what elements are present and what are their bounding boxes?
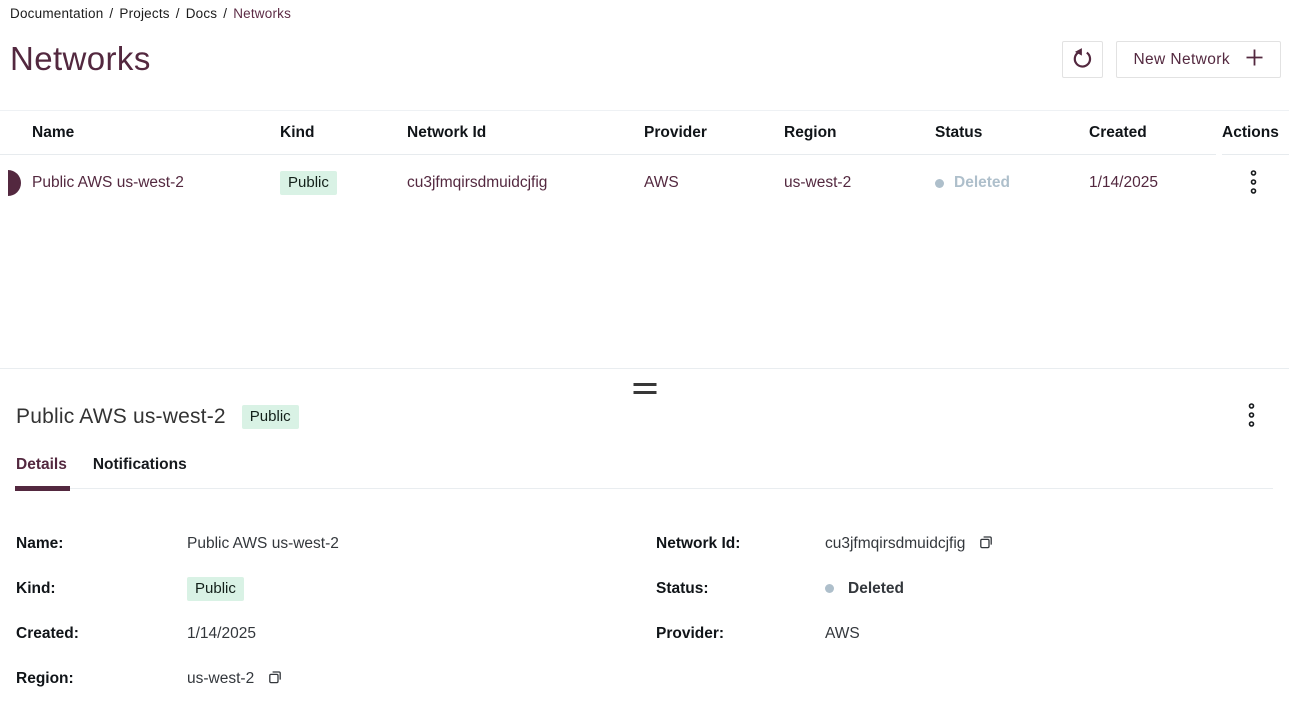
breadcrumb-docs[interactable]: Docs <box>185 6 218 21</box>
column-header-kind: Kind <box>280 124 315 141</box>
cell-provider: AWS <box>644 174 679 191</box>
field-kind-label: Kind: <box>16 579 56 597</box>
new-network-label: New Network <box>1133 50 1230 68</box>
network-id-value-text: cu3jfmqirsdmuidcjfig <box>825 534 966 552</box>
breadcrumb: Documentation / Projects / Docs / Networks <box>10 6 291 21</box>
status-label: Deleted <box>848 579 904 597</box>
cell-created: 1/14/2025 <box>1089 174 1158 191</box>
column-header-created: Created <box>1089 124 1147 141</box>
new-network-button[interactable]: New Network <box>1116 41 1281 78</box>
details-panel: Name: Public AWS us-west-2 Kind: Public … <box>16 521 1289 701</box>
table-header-row: Name Kind Network Id Provider Region Sta… <box>0 110 1289 155</box>
field-name-value: Public AWS us-west-2 <box>187 534 339 552</box>
plus-icon <box>1245 48 1264 72</box>
field-network-id: Network Id: cu3jfmqirsdmuidcjfig <box>656 521 1289 566</box>
kind-badge: Public <box>187 576 244 601</box>
field-region-value: us-west-2 <box>187 670 282 688</box>
header-border-left <box>0 154 1216 155</box>
breadcrumb-separator: / <box>175 6 180 21</box>
drawer-tabs: Details Notifications <box>15 456 1273 491</box>
field-provider-label: Provider: <box>656 624 725 642</box>
kind-badge: Public <box>280 171 337 195</box>
breadcrumb-separator: / <box>109 6 114 21</box>
tab-notifications[interactable]: Notifications <box>92 456 187 473</box>
page-title: Networks <box>10 40 151 77</box>
field-name-label: Name: <box>16 534 64 552</box>
tab-details[interactable]: Details <box>15 456 70 491</box>
drawer-resize-handle[interactable] <box>629 381 660 396</box>
kebab-icon <box>1248 169 1259 198</box>
copy-network-id-button[interactable] <box>979 535 993 552</box>
status-dot-icon <box>825 584 834 593</box>
field-network-id-label: Network Id: <box>656 534 741 552</box>
header-border-right <box>1222 154 1289 155</box>
column-header-actions: Actions <box>1222 124 1279 141</box>
column-header-region: Region <box>784 124 837 141</box>
breadcrumb-separator: / <box>223 6 228 21</box>
field-status-value: Deleted <box>825 580 904 598</box>
field-created-value: 1/14/2025 <box>187 624 256 642</box>
field-provider: Provider: AWS <box>656 611 1289 656</box>
breadcrumb-projects[interactable]: Projects <box>119 6 170 21</box>
details-left-column: Name: Public AWS us-west-2 Kind: Public … <box>16 521 656 701</box>
drawer-title: Public AWS us-west-2 <box>16 404 226 428</box>
kebab-icon <box>1246 403 1257 431</box>
refresh-icon <box>1071 47 1094 73</box>
field-status-label: Status: <box>656 579 709 597</box>
row-actions-menu-button[interactable] <box>1242 165 1265 202</box>
field-network-id-value: cu3jfmqirsdmuidcjfig <box>825 535 993 553</box>
field-region: Region: us-west-2 <box>16 656 656 701</box>
cell-kind: Public <box>280 171 407 195</box>
column-header-provider: Provider <box>644 124 707 141</box>
breadcrumb-current-networks: Networks <box>233 6 292 21</box>
column-header-name: Name <box>32 124 75 141</box>
copy-icon <box>268 670 282 687</box>
cell-network-id: cu3jfmqirsdmuidcjfig <box>407 174 548 191</box>
refresh-button[interactable] <box>1062 41 1104 78</box>
copy-icon <box>979 535 993 552</box>
status-dot-icon <box>935 178 944 188</box>
field-kind-value: Public <box>187 576 244 601</box>
field-name: Name: Public AWS us-west-2 <box>16 521 656 566</box>
drawer-title-row: Public AWS us-west-2 Public <box>16 398 1263 435</box>
details-right-column: Network Id: cu3jfmqirsdmuidcjfig Statu <box>656 521 1289 701</box>
region-value-text: us-west-2 <box>187 669 255 687</box>
status-label: Deleted <box>954 174 1010 191</box>
cell-name[interactable]: Public AWS us-west-2 <box>32 174 184 191</box>
drawer-kind-badge: Public <box>241 404 299 429</box>
field-provider-value: AWS <box>825 624 860 642</box>
field-created: Created: 1/14/2025 <box>16 611 656 656</box>
copy-region-button[interactable] <box>268 670 282 687</box>
breadcrumb-documentation[interactable]: Documentation <box>10 6 104 21</box>
cell-status: Deleted <box>935 174 1089 192</box>
selected-row-indicator <box>8 170 21 196</box>
table-row[interactable]: Public AWS us-west-2 Public cu3jfmqirsdm… <box>0 155 1289 211</box>
column-header-network-id: Network Id <box>407 124 487 141</box>
toolbar: New Network <box>1062 41 1281 78</box>
field-status: Status: Deleted <box>656 566 1289 611</box>
column-header-status: Status <box>935 124 983 141</box>
cell-region: us-west-2 <box>784 174 852 191</box>
field-region-label: Region: <box>16 669 74 687</box>
field-kind: Kind: Public <box>16 566 656 611</box>
detail-drawer: Public AWS us-west-2 Public Details Noti… <box>0 368 1289 700</box>
networks-table: Name Kind Network Id Provider Region Sta… <box>0 110 1289 211</box>
field-created-label: Created: <box>16 624 79 642</box>
drawer-actions-menu-button[interactable] <box>1240 398 1263 435</box>
